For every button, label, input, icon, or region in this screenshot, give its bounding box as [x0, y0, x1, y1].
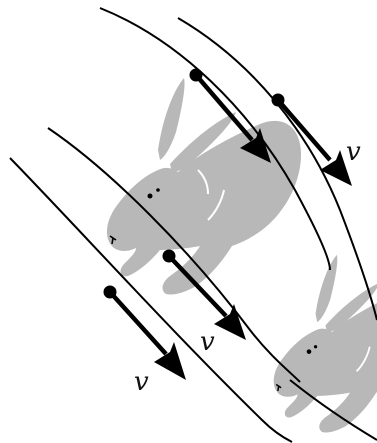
world-line-2	[177, 17, 377, 321]
velocity-arrows	[103, 68, 352, 380]
velocity-arrow-4	[103, 285, 186, 380]
rabbit-left	[106, 78, 302, 295]
velocity-arrow-3	[162, 249, 246, 340]
world-lines	[9, 7, 377, 443]
velocity-label-middle: v	[200, 327, 215, 357]
velocity-label-lower: v	[134, 367, 149, 397]
world-line-5	[289, 379, 377, 441]
rabbit-right	[273, 254, 377, 433]
world-line-3	[47, 127, 301, 383]
velocity-label-upper: v	[346, 137, 361, 167]
velocity-arrow-1	[189, 68, 271, 163]
world-line-1	[99, 7, 331, 271]
world-line-4	[9, 157, 293, 443]
velocity-arrow-2	[271, 93, 352, 186]
